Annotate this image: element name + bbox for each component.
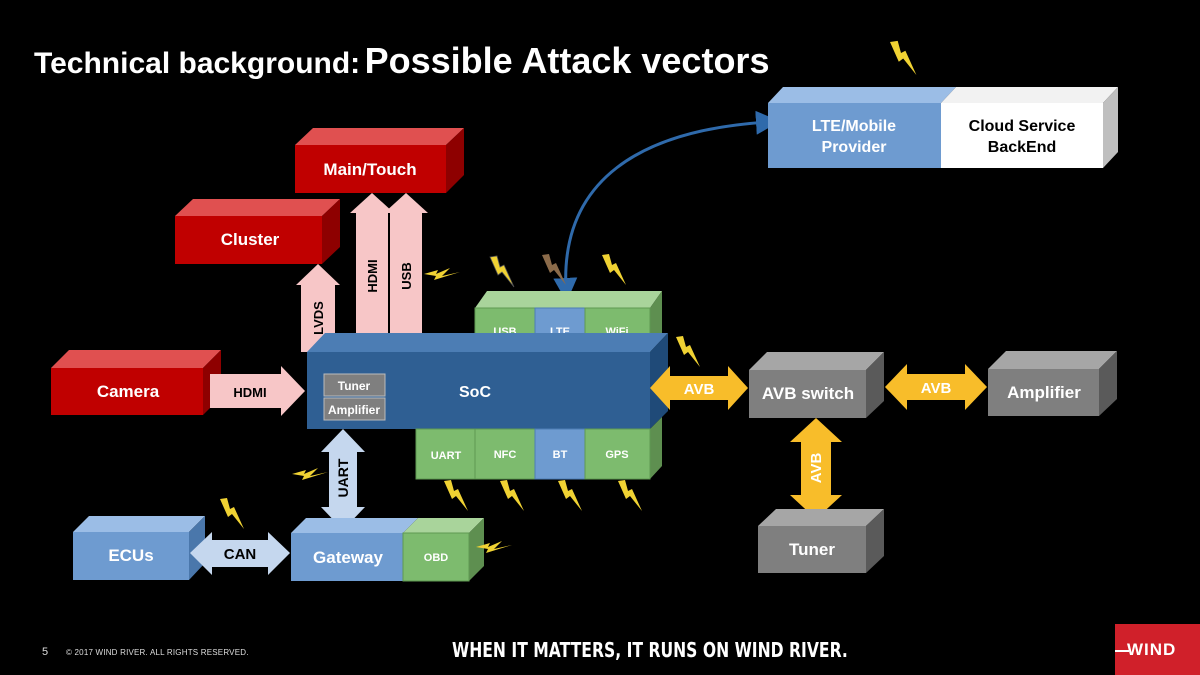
amplifier-label: Amplifier [1007, 383, 1081, 402]
lightning-icon [500, 480, 524, 511]
lvds-label: LVDS [311, 301, 326, 335]
lightning-icon [489, 255, 515, 288]
tagline: WHEN IT MATTERS, IT RUNS ON WIND RIVER. [452, 638, 848, 662]
avb-soc-arrow: AVB [650, 366, 748, 410]
lightning-icon [558, 480, 582, 511]
lightning-icon [602, 254, 626, 285]
wind-logo: WIND [1115, 624, 1200, 675]
slide-title: Technical background: Possible Attack ve… [34, 40, 769, 82]
soc-block: SoC Tuner Amplifier [307, 333, 668, 429]
title-prefix: Technical background: [34, 47, 361, 80]
avb-tuner-arrow: AVB [790, 418, 842, 519]
hdmi-camera-arrow: HDMI [210, 366, 305, 416]
gps-module-label: GPS [605, 449, 628, 461]
cluster-block: Cluster [175, 199, 340, 264]
tuner-block: Tuner [758, 509, 884, 573]
avb-amp-arrow: AVB [885, 364, 987, 410]
avb-switch-block: AVB switch [749, 352, 884, 418]
usb-up-arrow: USB [384, 193, 428, 352]
camera-block: Camera [51, 350, 221, 415]
lightning-icon [676, 336, 700, 367]
nfc-module-label: NFC [494, 449, 517, 461]
lightning-icon [890, 40, 917, 75]
cluster-label: Cluster [221, 230, 280, 249]
cloud-backend-block: Cloud Service BackEnd [941, 87, 1118, 168]
gateway-block: Gateway [291, 518, 418, 581]
hdmi-camera-label: HDMI [233, 385, 266, 400]
soc-label: SoC [459, 384, 491, 401]
lightning-icon [476, 541, 512, 553]
title-main: Possible Attack vectors [364, 40, 770, 81]
can-arrow: CAN [190, 532, 290, 575]
ecus-label: ECUs [108, 546, 153, 565]
obd-label: OBD [424, 552, 449, 564]
logo-stripe [1115, 650, 1129, 652]
avb-amp-label: AVB [921, 380, 952, 397]
lightning-icon [618, 480, 642, 511]
main-touch-label: Main/Touch [323, 160, 416, 179]
copyright-notice: © 2017 WIND RIVER. ALL RIGHTS RESERVED. [66, 648, 249, 657]
amplifier-block: Amplifier [988, 351, 1117, 416]
soc-tuner-label: Tuner [338, 379, 371, 393]
lightning-icon [424, 268, 460, 280]
tuner-label: Tuner [789, 540, 835, 559]
can-label: CAN [224, 546, 257, 563]
obd-block: OBD [402, 518, 484, 582]
lightning-icon [220, 498, 244, 529]
lightning-icon [444, 480, 468, 511]
avb-tuner-label: AVB [808, 453, 825, 484]
ecus-block: ECUs [73, 516, 205, 580]
soc-amplifier-label: Amplifier [328, 403, 380, 417]
cloud-line2: BackEnd [988, 139, 1056, 156]
avb-soc-label: AVB [684, 381, 715, 398]
logo-text: WIND [1127, 640, 1177, 659]
bt-module-label: BT [553, 449, 568, 461]
uart-link-label: UART [335, 458, 351, 497]
usb-up-label: USB [399, 262, 414, 289]
hdmi-up-label: HDMI [365, 259, 380, 292]
lightning-icon [542, 254, 566, 285]
uart-arrow: UART [321, 429, 365, 530]
lightning-icon [292, 468, 328, 480]
lte-provider-block: LTE/Mobile Provider [768, 87, 956, 168]
uart-module-label: UART [431, 450, 462, 462]
gateway-label: Gateway [313, 548, 383, 567]
hdmi-up-arrow: HDMI [350, 193, 394, 352]
page-number: 5 [42, 646, 49, 658]
soc-bottom-modules: UART NFC BT GPS [415, 417, 662, 480]
lvds-arrow: LVDS [296, 264, 340, 352]
main-touch-block: Main/Touch [295, 128, 464, 193]
camera-label: Camera [97, 382, 160, 401]
lte-provider-line2: Provider [822, 139, 887, 156]
avb-switch-label: AVB switch [762, 384, 854, 403]
lte-provider-line1: LTE/Mobile [812, 118, 896, 135]
lte-cloud-link [553, 110, 780, 302]
cloud-line1: Cloud Service [969, 118, 1076, 135]
